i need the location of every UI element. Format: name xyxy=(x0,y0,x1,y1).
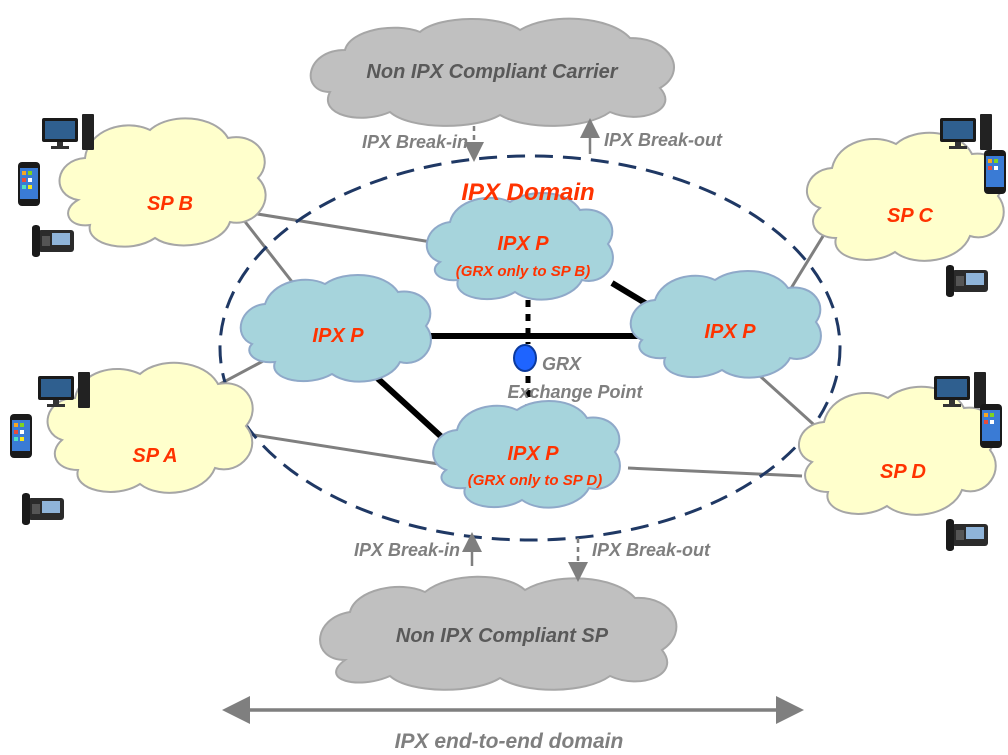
cloud-ipx-p-top: IPX P (GRX only to SP B) xyxy=(425,192,614,301)
ipx-domain-label: IPX Domain xyxy=(461,179,594,206)
non-ipx-sp-label: Non IPX Compliant SP xyxy=(396,625,609,647)
grx-dot-icon xyxy=(513,344,537,372)
ipx-p-bottom-note: (GRX only to SP D) xyxy=(468,472,602,489)
desktop-computer-icon xyxy=(42,114,94,150)
sp-b-label: SP B xyxy=(147,193,193,215)
cloud-non-ipx-carrier: Non IPX Compliant Carrier xyxy=(309,17,675,127)
link-spd-ipxbottom xyxy=(627,466,803,478)
devices-sp-d xyxy=(934,372,1002,551)
ipx-domain-boundary xyxy=(218,154,842,542)
ipx-p-left-label: IPX P xyxy=(312,325,364,347)
sp-a-label: SP A xyxy=(132,445,177,467)
desktop-computer-icon xyxy=(38,372,90,408)
grx-exchange-point: GRX Exchange Point xyxy=(507,344,644,402)
grx-exchange-label: Exchange Point xyxy=(507,382,643,402)
cloud-non-ipx-sp: Non IPX Compliant SP xyxy=(319,575,678,691)
cloud-sp-c: SP C xyxy=(805,131,1005,262)
desk-phone-icon xyxy=(32,225,74,257)
desktop-computer-icon xyxy=(940,114,992,150)
desk-phone-icon xyxy=(22,493,64,525)
top-break-out-label: IPX Break-out xyxy=(604,130,723,150)
link-spb-ipxtop xyxy=(244,210,451,247)
smartphone-icon xyxy=(980,404,1002,448)
top-break-in-label: IPX Break-in xyxy=(362,132,468,152)
smartphone-icon xyxy=(984,150,1006,194)
ipx-p-top-label: IPX P xyxy=(497,233,549,255)
bottom-break-out-label: IPX Break-out xyxy=(592,540,711,560)
end-to-end-label: IPX end-to-end domain xyxy=(395,730,624,753)
cloud-ipx-p-bottom: IPX P (GRX only to SP D) xyxy=(432,400,621,509)
sp-d-label: SP D xyxy=(880,461,926,483)
grx-label: GRX xyxy=(542,354,582,374)
devices-sp-c xyxy=(940,114,1006,297)
ipx-p-top-note: (GRX only to SP B) xyxy=(456,263,590,280)
devices-sp-b xyxy=(18,114,94,257)
carrier-label: Non IPX Compliant Carrier xyxy=(366,61,618,83)
link-spc-ipxright xyxy=(788,227,830,291)
cloud-ipx-p-right: IPX P xyxy=(629,270,822,379)
desktop-computer-icon xyxy=(934,372,986,408)
cloud-sp-d: SP D xyxy=(797,385,997,516)
smartphone-icon xyxy=(10,414,32,458)
ipx-p-right-label: IPX P xyxy=(704,321,756,343)
bottom-break-in-label: IPX Break-in xyxy=(354,540,460,560)
bottom-break-arrows: IPX Break-in IPX Break-out xyxy=(354,532,711,582)
sp-c-label: SP C xyxy=(887,205,933,227)
link-spa-ipxbottom xyxy=(234,430,446,467)
link-spd-ipxright xyxy=(758,374,824,434)
top-break-arrows: IPX Break-in IPX Break-out xyxy=(362,118,723,162)
cloud-ipx-p-left: IPX P xyxy=(239,274,432,383)
smartphone-icon xyxy=(18,162,40,206)
desk-phone-icon xyxy=(946,265,988,297)
devices-sp-a xyxy=(10,372,90,525)
ipx-p-bottom-label: IPX P xyxy=(507,443,559,465)
desk-phone-icon xyxy=(946,519,988,551)
end-to-end-span: IPX end-to-end domain xyxy=(222,696,804,753)
